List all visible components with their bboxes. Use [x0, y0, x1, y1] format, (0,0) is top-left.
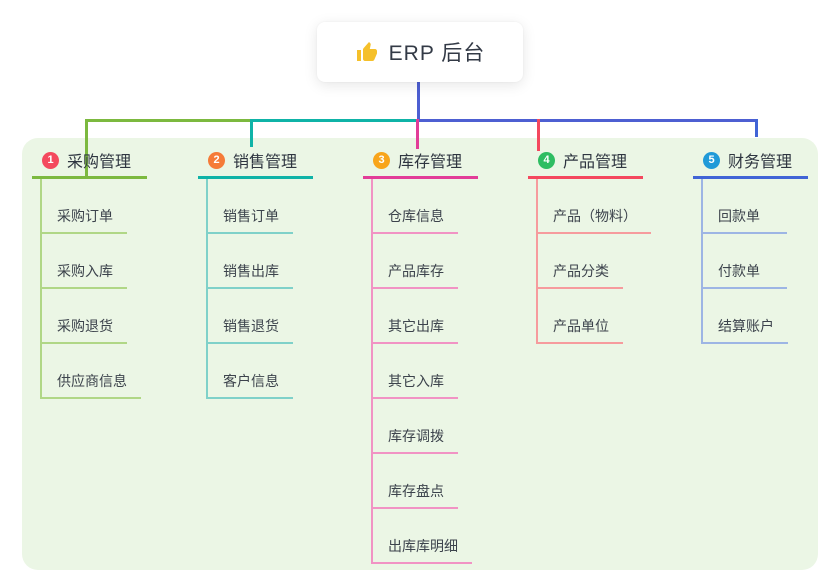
leaf-node[interactable]: 采购退货: [40, 289, 127, 344]
branch-connector-line: [40, 179, 42, 399]
branch-finance: 5 财务管理 回款单 付款单 结算账户: [693, 150, 808, 344]
leaf-node[interactable]: 产品单位: [536, 289, 623, 344]
branch-node-label: 采购管理: [67, 154, 132, 171]
leaf-node[interactable]: 采购订单: [40, 179, 127, 234]
branch-node-label: 财务管理: [728, 154, 793, 171]
leaf-node[interactable]: 产品分类: [536, 234, 623, 289]
branch-connector-line: [536, 179, 538, 344]
leaf-node[interactable]: 产品（物料）: [536, 179, 651, 234]
branch-items: 产品（物料） 产品分类 产品单位: [536, 179, 651, 344]
branch-connector-line: [206, 179, 208, 399]
branch-node-label: 产品管理: [563, 154, 628, 171]
drop-line-sales: [250, 119, 253, 147]
branch-items: 销售订单 销售出库 销售退货 客户信息: [206, 179, 293, 399]
branch-connector-line: [371, 179, 373, 564]
drop-line-inventory: [416, 119, 419, 149]
branch-inventory: 3 库存管理 仓库信息 产品库存 其它出库 其它入库 库存调拨 库存盘点 出库库…: [363, 150, 478, 564]
branch-node-label: 库存管理: [398, 154, 463, 171]
thumbs-up-icon: [355, 40, 379, 64]
leaf-node[interactable]: 库存盘点: [371, 454, 458, 509]
bus-line-green: [85, 119, 252, 122]
leaf-node[interactable]: 出库库明细: [371, 509, 472, 564]
root-node[interactable]: ERP 后台: [317, 22, 523, 82]
leaf-node[interactable]: 其它出库: [371, 289, 458, 344]
root-node-label: ERP 后台: [388, 42, 486, 65]
leaf-node[interactable]: 回款单: [701, 179, 787, 234]
branch-node-inventory[interactable]: 3 库存管理: [363, 150, 478, 179]
branch-sales: 2 销售管理 销售订单 销售出库 销售退货 客户信息: [198, 150, 313, 399]
branch-items: 回款单 付款单 结算账户: [701, 179, 788, 344]
drop-line-finance: [755, 119, 758, 137]
branch-node-product[interactable]: 4 产品管理: [528, 150, 643, 179]
leaf-node[interactable]: 仓库信息: [371, 179, 458, 234]
leaf-node[interactable]: 销售订单: [206, 179, 293, 234]
leaf-node[interactable]: 采购入库: [40, 234, 127, 289]
leaf-node[interactable]: 付款单: [701, 234, 787, 289]
leaf-node[interactable]: 库存调拨: [371, 399, 458, 454]
branch-product: 4 产品管理 产品（物料） 产品分类 产品单位: [528, 150, 651, 344]
branch-items: 仓库信息 产品库存 其它出库 其它入库 库存调拨 库存盘点 出库库明细: [371, 179, 472, 564]
leaf-node[interactable]: 产品库存: [371, 234, 458, 289]
drop-line-purchase: [85, 119, 88, 179]
drop-line-product: [537, 119, 540, 151]
branch-number-badge: 1: [42, 151, 59, 169]
branch-purchase: 1 采购管理 采购订单 采购入库 采购退货 供应商信息: [32, 150, 147, 399]
branch-number-badge: 3: [373, 151, 390, 169]
branch-number-badge: 5: [703, 151, 720, 169]
leaf-node[interactable]: 销售出库: [206, 234, 293, 289]
leaf-node[interactable]: 结算账户: [701, 289, 788, 344]
leaf-node[interactable]: 供应商信息: [40, 344, 141, 399]
branch-items: 采购订单 采购入库 采购退货 供应商信息: [40, 179, 141, 399]
leaf-node[interactable]: 其它入库: [371, 344, 458, 399]
bus-line-teal: [251, 119, 418, 122]
leaf-node[interactable]: 销售退货: [206, 289, 293, 344]
branch-number-badge: 2: [208, 151, 225, 169]
branch-connector-line: [701, 179, 703, 344]
branch-node-purchase[interactable]: 1 采购管理: [32, 150, 147, 179]
branch-node-finance[interactable]: 5 财务管理: [693, 150, 808, 179]
root-connector-line: [417, 82, 420, 120]
leaf-node[interactable]: 客户信息: [206, 344, 293, 399]
background-panel: [22, 138, 818, 570]
bus-line-blue: [417, 119, 758, 122]
branch-number-badge: 4: [538, 151, 555, 169]
branch-node-label: 销售管理: [233, 154, 298, 171]
branch-node-sales[interactable]: 2 销售管理: [198, 150, 313, 179]
